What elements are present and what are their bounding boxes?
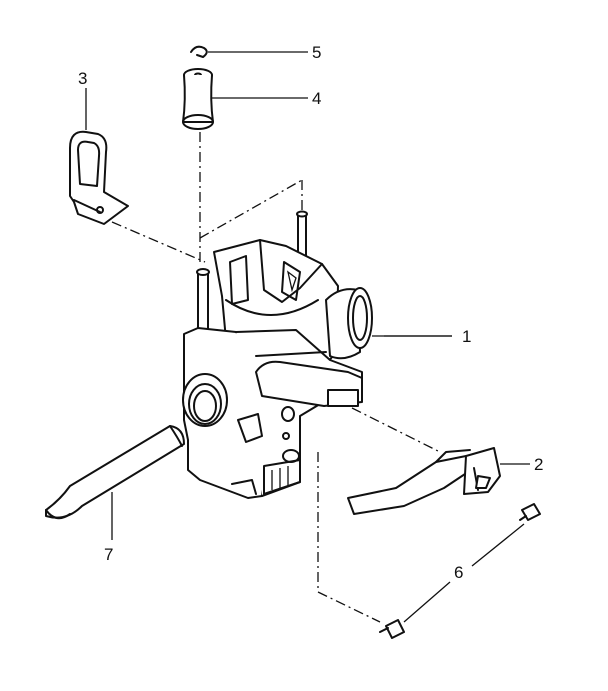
part-5-clip <box>190 45 308 58</box>
housing-right-port <box>325 287 452 360</box>
callout-2: 2 <box>534 455 543 474</box>
assembly-lines <box>111 132 441 623</box>
callout-4: 4 <box>312 89 321 108</box>
screw-lower <box>379 619 405 639</box>
part-3-bracket <box>69 88 129 225</box>
callout-3: 3 <box>78 69 87 88</box>
part-6-screws <box>379 503 541 639</box>
part-1-housing <box>182 210 452 499</box>
callout-1: 1 <box>462 327 471 346</box>
callout-6: 6 <box>454 563 463 582</box>
callout-7: 7 <box>104 545 113 564</box>
callout-5: 5 <box>312 43 321 62</box>
housing-left-port <box>182 373 228 427</box>
callout-labels: 5 4 3 1 2 6 7 <box>78 43 543 582</box>
part-2-lever <box>347 447 530 515</box>
part-7-tube <box>45 425 185 540</box>
part-4-roller <box>182 68 308 130</box>
screw-upper <box>519 503 541 521</box>
